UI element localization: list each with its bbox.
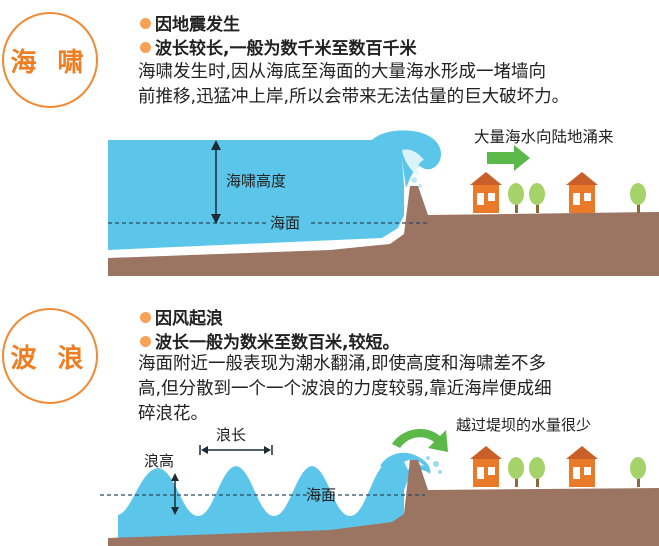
bullet-dot-icon <box>140 336 151 347</box>
tree-icon <box>630 457 646 487</box>
spray-drop <box>411 177 417 183</box>
tsunami-illustration: 海啸高度 海面 大量海水向陆地涌来 <box>108 128 659 276</box>
house-icon <box>470 446 502 487</box>
house-icon <box>566 172 598 213</box>
tsunami-bullet-wavelength: 波长较长,一般为数千米至数百千米 <box>140 34 416 59</box>
arrow-head-icon <box>264 446 271 454</box>
tree-icon <box>529 183 545 213</box>
tsunami-wave-foam <box>402 149 424 178</box>
wave-bullet-cause-text: 因风起浪 <box>155 309 223 329</box>
bullet-dot-icon <box>140 42 151 53</box>
tsunami-bullet-cause: 因地震发生 <box>140 10 240 35</box>
wave-water <box>118 456 404 546</box>
tsunami-height-label: 海啸高度 <box>226 172 286 190</box>
tsunami-arrow-label: 大量海水向陆地涌来 <box>474 128 614 146</box>
wave-description-line: 碎浪花。 <box>138 404 208 424</box>
spray-drop <box>438 470 442 474</box>
tsunami-bullet-wavelength-text: 波长较长,一般为数千米至数百千米 <box>155 39 417 59</box>
tsunami-sea-label: 海面 <box>270 214 300 232</box>
wave-green-curved-arrow-icon <box>392 429 448 452</box>
wave-description: 海面附近一般表现为潮水翻涌,即使高度和海啸差不多 高,但分散到一个一个波浪的力度… <box>138 352 552 427</box>
wave-arrow-label: 越过堤坝的水量很少 <box>456 416 591 434</box>
tsunami-ground <box>108 186 659 276</box>
tree-icon <box>529 457 545 487</box>
wave-sea-label: 海面 <box>306 486 336 504</box>
tree-icon <box>508 183 524 213</box>
tree-icon <box>630 183 646 213</box>
arrow-head-icon <box>211 140 221 150</box>
tsunami-badge: 海 啸 <box>2 12 98 108</box>
wave-bullet-cause: 因风起浪 <box>140 304 223 329</box>
tsunami-green-arrow-icon <box>487 145 530 171</box>
wave-length-label: 浪长 <box>216 426 246 444</box>
arrow-head-icon <box>171 507 179 515</box>
bullet-dot-icon <box>140 18 151 29</box>
wave-badge: 波 浪 <box>2 308 98 404</box>
tsunami-bullet-cause-text: 因地震发生 <box>155 15 240 35</box>
wave-description-line: 海面附近一般表现为潮水翻涌,即使高度和海啸差不多 <box>138 354 547 374</box>
tsunami-section: 海 啸 因地震发生 波长较长,一般为数千米至数百千米 海啸发生时,因从海底至海面… <box>2 10 659 276</box>
spray-drop <box>418 184 422 188</box>
wave-badge-label: 波 浪 <box>10 343 90 374</box>
spray-drop <box>426 456 430 460</box>
wave-ground <box>108 460 659 546</box>
wave-bullet-wavelength: 波长一般为数米至数百米,较短。 <box>140 328 399 353</box>
house-icon <box>470 172 502 213</box>
tsunami-badge-label: 海 啸 <box>10 47 90 78</box>
bullet-dot-icon <box>140 312 151 323</box>
arrow-head-icon <box>211 214 221 224</box>
arrow-head-icon <box>201 446 208 454</box>
tsunami-description: 海啸发生时,因从海底至海面的大量海水形成一堵墙向 前推移,迅猛冲上岸,所以会带来… <box>138 60 569 110</box>
tsunami-description-line: 前推移,迅猛冲上岸,所以会带来无法估量的巨大破坏力。 <box>138 87 570 107</box>
tsunami-description-line: 海啸发生时,因从海底至海面的大量海水形成一堵墙向 <box>138 62 547 82</box>
wave-height-label: 浪高 <box>144 452 174 470</box>
spray-drop <box>433 461 439 467</box>
house-icon <box>566 446 598 487</box>
wave-description-line: 高,但分散到一个一个波浪的力度较弱,靠近海岸便成细 <box>138 379 552 399</box>
sea-label-bg <box>268 212 310 232</box>
arrow-head-icon <box>171 473 179 481</box>
tree-icon <box>508 457 524 487</box>
wave-bullet-wavelength-text: 波长一般为数米至数百米,较短。 <box>155 333 400 353</box>
